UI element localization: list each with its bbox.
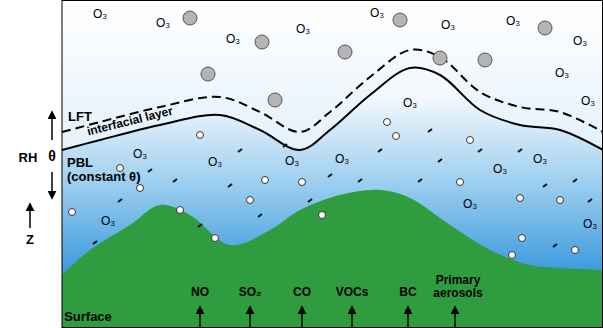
emission-label: CO <box>293 286 311 299</box>
black-carbon <box>543 184 547 187</box>
fresh-aerosol <box>572 247 579 254</box>
black-carbon <box>573 179 577 182</box>
fresh-aerosol <box>212 235 219 242</box>
ozone-label: O₃ <box>208 156 222 169</box>
black-carbon <box>358 179 362 182</box>
rh-down-arrow <box>51 172 53 198</box>
fresh-aerosol <box>299 179 306 186</box>
aged-aerosol <box>255 35 269 49</box>
fresh-aerosol <box>177 207 184 214</box>
axis-label: θ <box>48 149 56 164</box>
pbl-top-line <box>62 67 603 150</box>
ozone-label: O₃ <box>133 148 147 161</box>
theta-up-arrow <box>51 112 53 140</box>
layer-label: LFT <box>68 110 92 124</box>
black-carbon <box>93 241 97 244</box>
emission-label: NO <box>191 286 209 299</box>
fresh-aerosol <box>384 119 391 126</box>
fresh-aerosol <box>557 197 564 204</box>
black-carbon <box>418 179 422 182</box>
ozone-label: O₃ <box>296 23 310 36</box>
fresh-aerosol <box>262 177 269 184</box>
aged-aerosol <box>183 11 197 25</box>
ozone-label: O₃ <box>156 17 170 30</box>
ozone-label: O₃ <box>335 153 349 166</box>
black-carbon <box>553 244 557 247</box>
black-carbon <box>118 199 122 202</box>
surface-label: Surface <box>64 310 112 324</box>
surface-hills <box>62 190 603 328</box>
ozone-label: O₃ <box>101 215 115 228</box>
ozone-label: O₃ <box>403 97 417 110</box>
black-carbon <box>588 199 592 202</box>
ozone-label: O₃ <box>370 7 384 20</box>
ozone-label: O₃ <box>573 35 587 48</box>
panel-frame <box>62 1 603 328</box>
emission-label: SO₂ <box>239 286 262 299</box>
fresh-aerosol <box>519 235 526 242</box>
aged-aerosol <box>201 67 215 81</box>
ozone-label: O₃ <box>226 33 240 46</box>
black-carbon <box>148 169 152 172</box>
emission-label: Primary aerosols <box>429 274 487 300</box>
ozone-label: O₃ <box>441 19 455 32</box>
aged-aerosol <box>538 21 552 35</box>
emission-label: BC <box>399 286 416 299</box>
black-carbon <box>428 129 432 132</box>
ozone-label: O₃ <box>583 218 597 231</box>
black-carbon <box>308 199 312 202</box>
fresh-aerosol <box>197 132 204 139</box>
emission-label: VOCs <box>336 286 369 299</box>
fresh-aerosol <box>247 197 254 204</box>
z-up-arrow <box>29 204 31 228</box>
black-carbon <box>173 179 177 182</box>
pbl-sky <box>62 0 603 328</box>
black-carbon <box>283 144 287 147</box>
ozone-label: O₃ <box>463 198 477 211</box>
ozone-label: O₃ <box>493 163 507 176</box>
lft-region <box>62 0 603 150</box>
fresh-aerosol <box>69 209 76 216</box>
black-carbon <box>228 184 232 187</box>
black-carbon <box>328 174 332 177</box>
axis-label: RH <box>19 151 38 165</box>
emission-arrows <box>200 307 455 327</box>
black-carbon <box>378 149 382 152</box>
fresh-aerosol <box>509 252 516 259</box>
ozone-label: O₃ <box>506 15 520 28</box>
fresh-aerosol <box>517 195 524 202</box>
ozone-label: O₃ <box>93 8 107 21</box>
black-carbon <box>258 214 262 217</box>
aged-aerosol <box>478 53 492 67</box>
ozone-label: O₃ <box>581 95 595 108</box>
ozone-label: O₃ <box>285 155 299 168</box>
fresh-aerosol <box>457 179 464 186</box>
fresh-aerosol <box>467 137 474 144</box>
black-carbon <box>518 149 522 152</box>
fresh-aerosol <box>393 133 400 140</box>
black-carbon <box>198 224 202 227</box>
ozone-label: O₃ <box>533 153 547 166</box>
aged-aerosol <box>338 45 352 59</box>
black-carbon <box>478 149 482 152</box>
fresh-aerosol <box>319 212 326 219</box>
aged-aerosol <box>268 93 282 107</box>
aged-aerosol <box>393 13 407 27</box>
black-carbon <box>438 159 442 162</box>
fresh-aerosol <box>137 185 144 192</box>
aged-aerosol <box>433 51 447 65</box>
axis-label: Z <box>26 233 34 247</box>
black-carbon <box>238 149 242 152</box>
ozone-label: O₃ <box>555 67 569 80</box>
